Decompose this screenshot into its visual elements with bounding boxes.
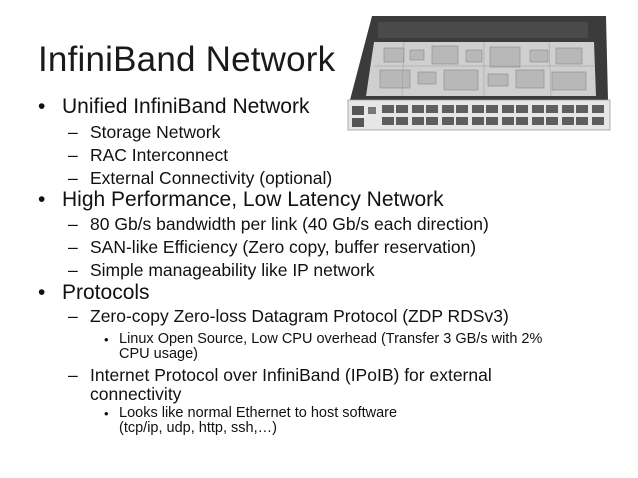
switch-fan-bay [378,22,588,38]
infiniband-switch-icon [347,16,611,131]
dash-marker: – [68,168,78,188]
bullet-level3-line: (tcp/ip, udp, http, ssh,…) [119,420,277,436]
dash-marker: – [68,260,78,280]
switch-mgmt-port [352,118,364,127]
bullet-level2: 80 Gb/s bandwidth per link (40 Gb/s each… [90,214,489,234]
bullet-level3-line: Linux Open Source, Low CPU overhead (Tra… [119,331,543,347]
bullet-marker: • [104,406,109,421]
bullet-level3-line: Looks like normal Ethernet to host softw… [119,405,398,421]
bullet-marker: • [38,95,46,118]
switch-front-panel [347,99,611,131]
switch-console-port [368,107,376,114]
bullet-level2: External Connectivity (optional) [90,168,333,188]
bullet-level2: Zero-copy Zero-loss Datagram Protocol (Z… [90,306,509,326]
bullet-level1: Unified InfiniBand Network [62,95,310,118]
bullet-marker: • [38,188,46,211]
switch-board-traces [374,41,594,97]
dash-marker: – [68,122,78,142]
bullet-level2: Simple manageability like IP network [90,260,375,280]
bullet-level2: Storage Network [90,122,221,142]
bullet-level2-line: Internet Protocol over InfiniBand (IPoIB… [90,365,492,385]
bullet-level1: High Performance, Low Latency Network [62,188,444,211]
bullet-level2: SAN-like Efficiency (Zero copy, buffer r… [90,237,477,257]
dash-marker: – [68,145,78,165]
dash-marker: – [68,237,78,257]
dash-marker: – [68,214,78,234]
switch-qsfp-ports [382,105,604,125]
bullet-marker: • [38,281,46,304]
bullet-marker: • [104,332,109,347]
dash-marker: – [68,306,78,326]
bullet-level1: Protocols [62,281,150,304]
switch-mgmt-port [352,106,364,115]
dash-marker: – [68,365,78,385]
bullet-level2-line: connectivity [90,384,182,404]
slide-title: InfiniBand Network [38,40,336,79]
bullet-level3-line: CPU usage) [119,346,198,362]
bullet-level2: RAC Interconnect [90,145,229,165]
